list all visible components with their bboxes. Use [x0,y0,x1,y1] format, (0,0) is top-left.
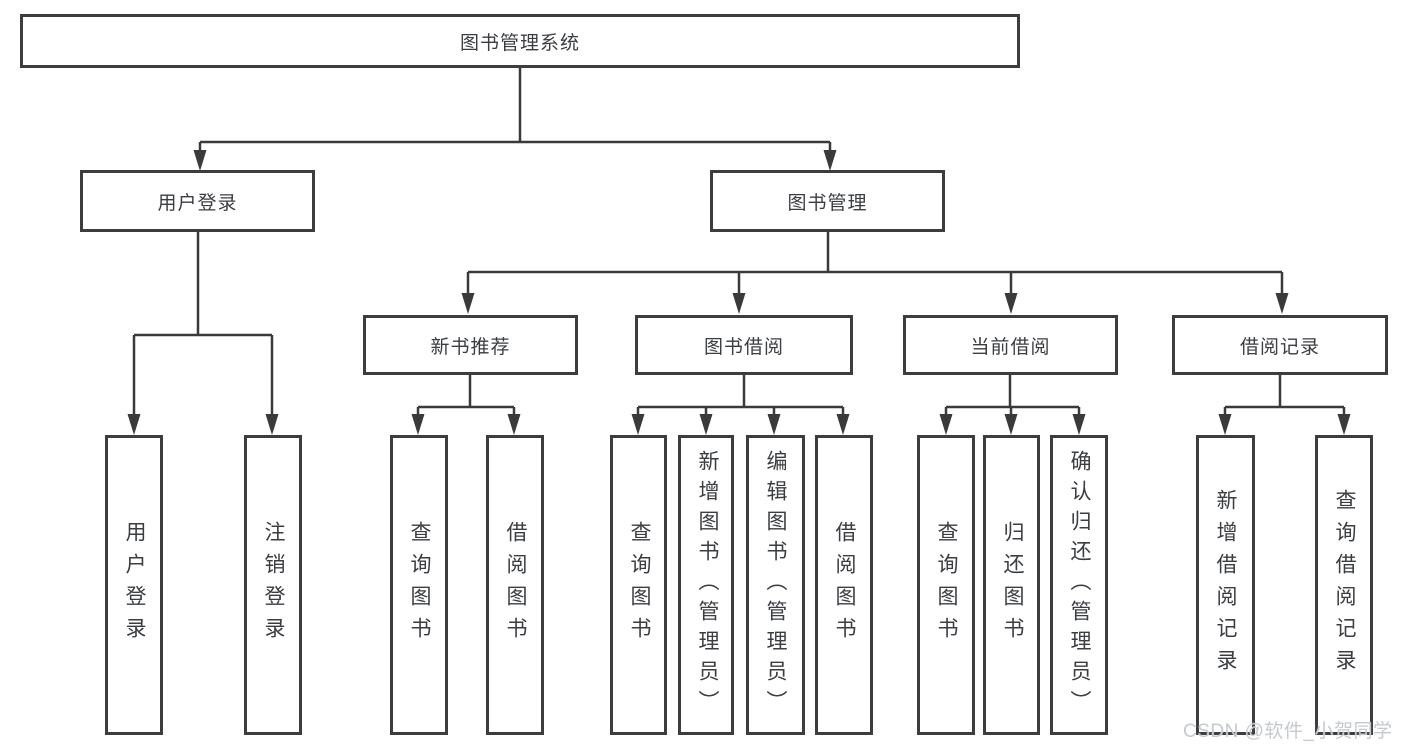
leaf-user-login: 用户登录 [105,435,163,735]
leaf-borrowing-query-books: 查询图书 [610,435,667,735]
connector-records-to-leaves [1223,375,1346,419]
node-library-management-system: 图书管理系统 [20,14,1020,68]
leaf-newbook-query-books: 查询图书 [390,435,448,735]
leaf-current-query-books: 查询图书 [917,435,975,735]
leaf-borrowing-add-books-admin: 新增图书（管理员） [678,435,734,735]
node-borrow-records: 借阅记录 [1172,315,1388,375]
leaf-borrowing-borrow-books: 借阅图书 [815,435,873,735]
node-user-login: 用户登录 [80,170,315,232]
leaf-logout: 注销登录 [244,435,302,735]
csdn-watermark: CSDN @软件_小贺同学 [1183,721,1393,742]
connector-book-borrow-to-leaves [636,375,845,419]
connector-book-mgmt-to-sections [466,232,1284,297]
node-book-management: 图书管理 [710,170,945,232]
node-new-book-recommendation: 新书推荐 [363,315,578,375]
connector-new-book-to-leaves [416,375,516,419]
connector-user-login-to-leaves [132,232,274,418]
leaf-current-confirm-return-admin: 确认归还（管理员） [1050,435,1108,735]
leaf-records-add-borrow-record: 新增借阅记录 [1196,435,1255,735]
leaf-current-return-books: 归还图书 [983,435,1040,735]
leaf-borrowing-edit-books-admin: 编辑图书（管理员） [746,435,805,735]
node-current-borrowing: 当前借阅 [903,315,1118,375]
node-book-borrowing: 图书借阅 [635,315,853,375]
leaf-newbook-borrow-books: 借阅图书 [486,435,544,735]
connector-current-borrow-to-leaves [944,375,1081,419]
connector-root-to-level2 [198,68,832,154]
leaf-records-query-borrow-record: 查询借阅记录 [1315,435,1373,735]
